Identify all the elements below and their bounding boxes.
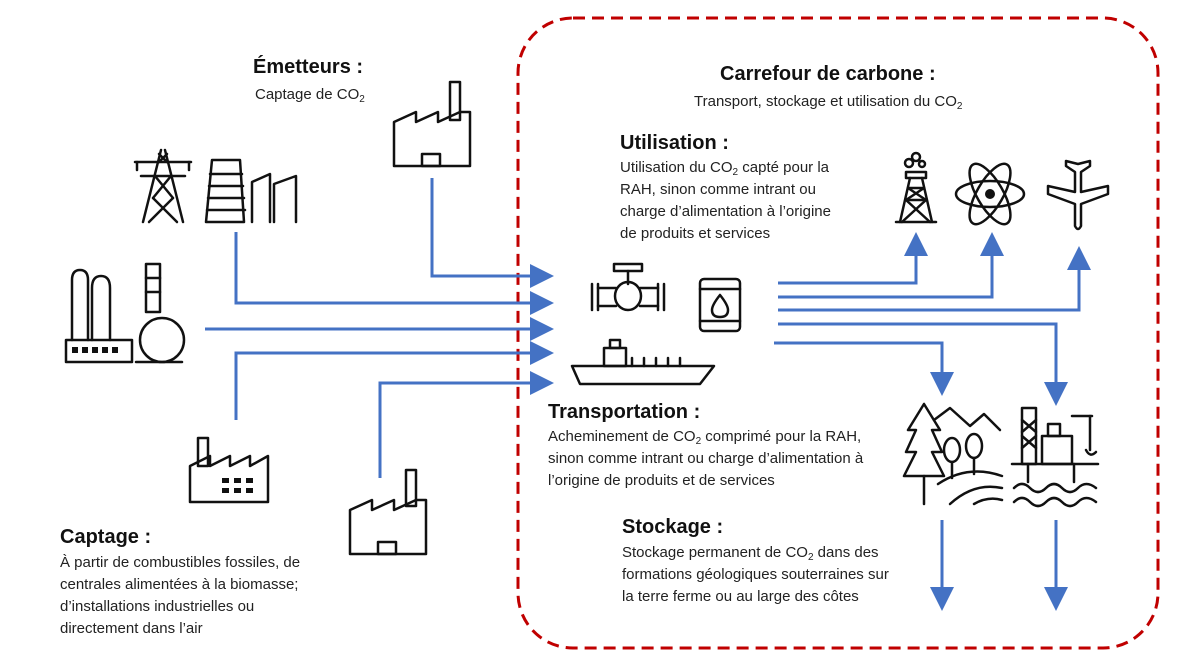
- arrow-power-plant: [234, 232, 554, 315]
- utilisation-text: Utilisation du CO2 capté pour la RAH, si…: [620, 159, 831, 242]
- carbon-hub-border: [516, 16, 1160, 650]
- forest-landscape-icon: [902, 402, 1004, 506]
- transportation-text: Acheminement de CO2 comprimé pour la RAH…: [548, 428, 864, 489]
- hub-subtitle: Transport, stockage et utilisation du CO…: [694, 93, 963, 112]
- stockage-text: Stockage permanent de CO2 dans des forma…: [622, 544, 889, 605]
- arrow-factory-top: [430, 178, 554, 288]
- captage-title: Captage :: [60, 526, 152, 548]
- stockage-title: Stockage :: [622, 516, 724, 538]
- tanker-ship-icon: [570, 338, 716, 386]
- arrow-factory-bottom: [378, 371, 554, 478]
- factory-bottom-icon: [348, 468, 428, 556]
- emitters-subtitle: Captage de CO2: [255, 86, 365, 105]
- hub-title: Carrefour de carbone :: [720, 63, 936, 85]
- oil-barrel-icon: [698, 277, 742, 333]
- arrows: [205, 178, 1091, 611]
- captage-text: À partir de combustibles fossiles, de ce…: [60, 554, 301, 637]
- arrow-factory-bottom-left: [234, 341, 554, 420]
- transportation-title: Transportation :: [548, 401, 701, 423]
- arrow-to-airplane: [778, 246, 1091, 312]
- factory-bottom-left-icon: [188, 436, 270, 504]
- atom-icon: [954, 162, 1026, 226]
- airplane-icon: [1046, 159, 1110, 231]
- arrow-to-oil-derrick: [778, 232, 928, 285]
- power-tower-icon: [133, 148, 193, 224]
- power-plant-icon: [204, 158, 298, 224]
- arrow-to-atom: [778, 232, 1004, 299]
- pipeline-valve-icon: [590, 262, 666, 312]
- oil-derrick-icon: [894, 151, 938, 224]
- utilisation-title: Utilisation :: [620, 132, 729, 154]
- offshore-platform-icon: [1010, 406, 1100, 508]
- arrow-to-offshore: [778, 322, 1068, 406]
- refinery-icon: [64, 262, 186, 364]
- emitters-title: Émetteurs :: [253, 56, 364, 78]
- arrow-to-forest: [774, 341, 954, 396]
- factory-top-icon: [392, 80, 472, 168]
